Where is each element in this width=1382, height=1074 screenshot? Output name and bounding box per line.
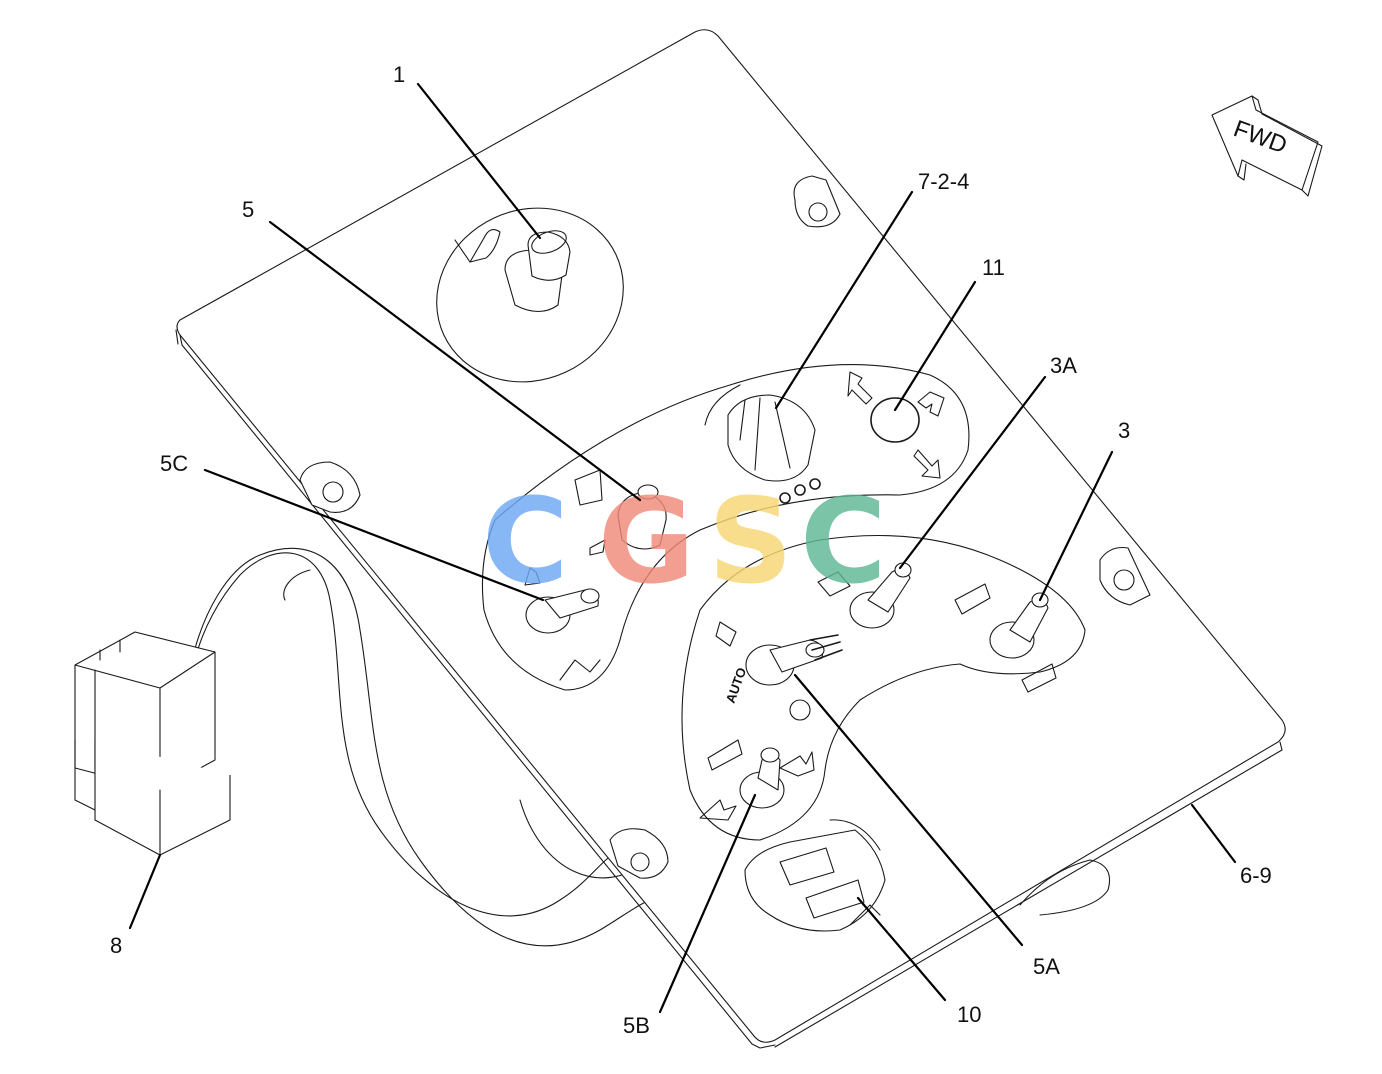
panel-plate <box>175 29 1286 1049</box>
fwd-arrow: FWD <box>1211 95 1323 197</box>
connector-plug <box>74 631 231 856</box>
leader-5 <box>268 220 642 502</box>
callout-3: 3 <box>1118 418 1130 443</box>
callout-6-9: 6-9 <box>1240 863 1272 888</box>
callout-5c: 5C <box>160 451 188 476</box>
leader-3 <box>1038 450 1114 602</box>
leader-lines <box>128 82 1237 1014</box>
leader-5a <box>793 673 1024 947</box>
callout-1: 1 <box>393 62 405 87</box>
watermark-letter-2: G <box>598 472 695 610</box>
callout-5b: 5B <box>623 1013 650 1038</box>
watermark-letter-3: S <box>708 472 793 610</box>
horn-button <box>436 207 624 383</box>
leader-11 <box>893 280 977 412</box>
leader-6-9 <box>1190 803 1237 864</box>
leader-3a <box>898 375 1047 570</box>
watermark-letter-4: C <box>800 472 887 610</box>
callout-11: 11 <box>982 255 1005 280</box>
lower-switch-panel: AUTO <box>681 534 1086 841</box>
callout-7-2-4: 7-2-4 <box>918 169 969 194</box>
leader-5c <box>203 468 545 602</box>
diagnostic-socket <box>744 819 886 932</box>
leader-10 <box>856 896 947 1002</box>
callout-8: 8 <box>110 933 122 958</box>
callout-labels: 1 5 7-2-4 11 3A 3 5C 8 5B 10 5A 6-9 <box>110 62 1272 1038</box>
leader-1 <box>416 82 542 240</box>
leader-8 <box>128 853 162 930</box>
callout-5a: 5A <box>1033 954 1060 979</box>
upper-switch-panel <box>481 364 970 691</box>
watermark: C G S C <box>482 472 887 610</box>
leader-5b <box>658 793 757 1014</box>
callout-5: 5 <box>242 197 254 222</box>
callout-10: 10 <box>957 1002 981 1027</box>
leader-7-2-4 <box>774 190 914 410</box>
callout-3a: 3A <box>1050 353 1077 378</box>
watermark-letter-1: C <box>482 472 569 610</box>
